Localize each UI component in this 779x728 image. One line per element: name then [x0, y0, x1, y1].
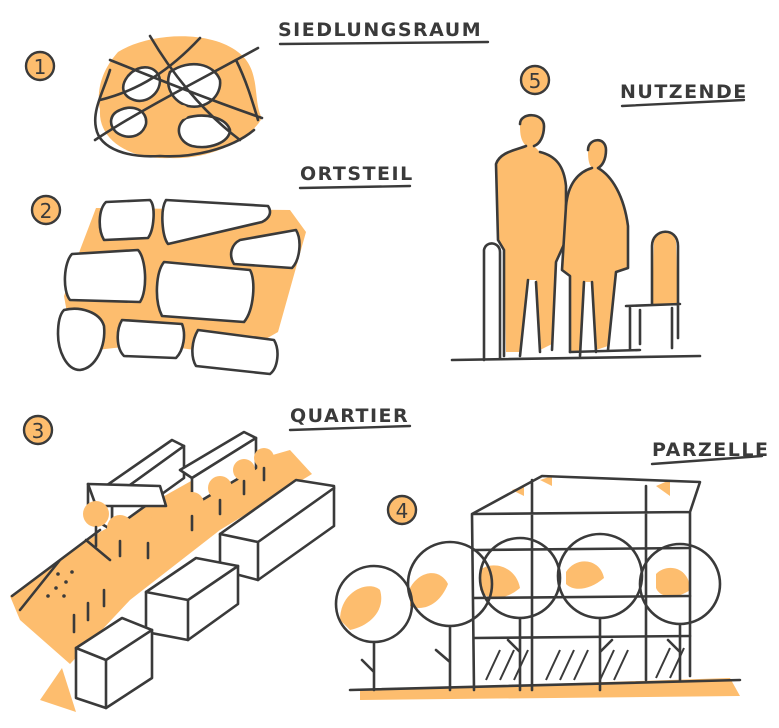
badge-1: 1: [24, 50, 56, 82]
settlement-map-sketch: [93, 34, 264, 159]
quarter-isometric-sketch: [10, 430, 336, 712]
badge-5-number: 5: [529, 69, 542, 93]
title-underline-4: [650, 454, 764, 466]
badge-2: 2: [30, 194, 62, 226]
badge-1-number: 1: [34, 55, 47, 79]
title-underline-2: [298, 184, 412, 190]
title-nutzende: NUTZENDE: [620, 81, 748, 103]
panel-5: 5 NUTZENDE: [450, 64, 748, 362]
title-underline-5: [620, 98, 746, 108]
panel-1: 1 SIEDLUNGSRAUM: [24, 19, 490, 159]
badge-3: 3: [22, 414, 54, 446]
title-siedlungsraum: SIEDLUNGSRAUM: [278, 19, 482, 41]
panel-3: 3 QUARTIER: [10, 405, 412, 712]
badge-5: 5: [519, 64, 551, 96]
district-blocks-sketch: [56, 198, 306, 376]
users-people-sketch: [450, 113, 702, 362]
panel-4: 4 PARZELLE: [334, 439, 769, 700]
panel-2: 2 ORTSTEIL: [30, 163, 414, 376]
badge-2-number: 2: [40, 199, 53, 223]
badge-4: 4: [386, 494, 418, 526]
title-parzelle: PARZELLE: [652, 439, 769, 461]
parcel-building-sketch: [334, 474, 742, 700]
title-underline-3: [288, 424, 412, 432]
badge-4-number: 4: [396, 499, 409, 523]
title-underline-1: [278, 40, 490, 46]
title-ortsteil: ORTSTEIL: [300, 163, 414, 185]
title-quartier: QUARTIER: [290, 405, 409, 427]
badge-3-number: 3: [32, 419, 45, 443]
